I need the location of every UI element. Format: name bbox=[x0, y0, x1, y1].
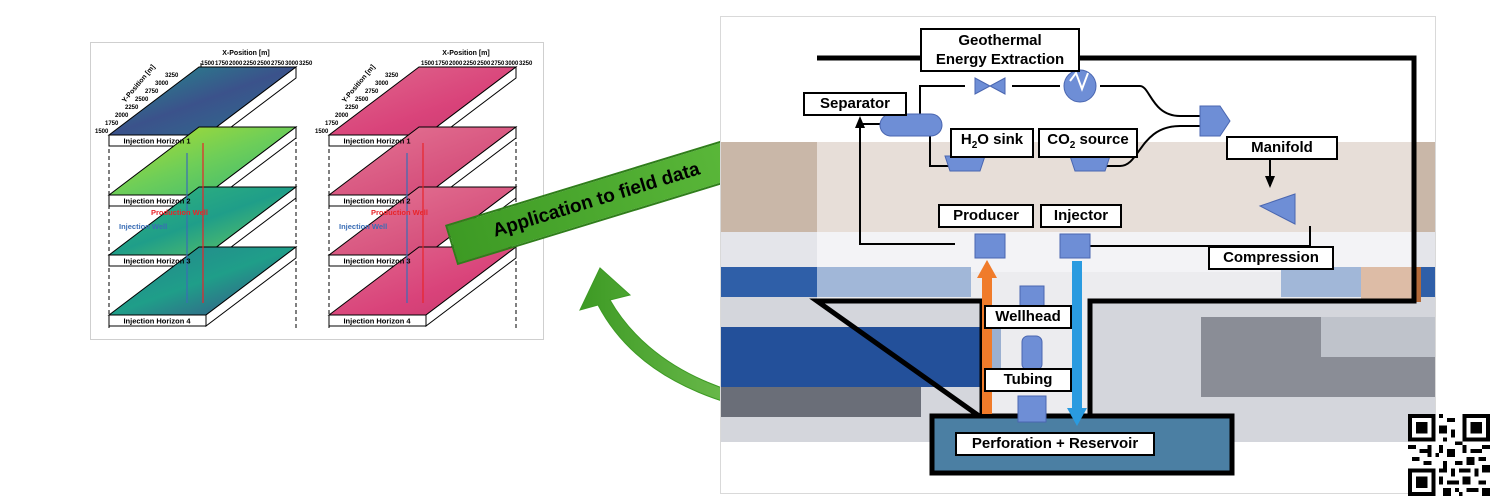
horizon-label: Injection Horizon 2 bbox=[343, 197, 410, 206]
qr-code bbox=[1408, 414, 1490, 496]
horizons-svg: Injection Horizon 1 Injection Horizon 2 … bbox=[95, 50, 533, 329]
h2o-sink-label: H2O sink bbox=[950, 128, 1034, 158]
title-line-1: Geothermal bbox=[958, 32, 1042, 49]
valve-icon bbox=[974, 77, 992, 95]
x-tick: 2000 bbox=[229, 61, 243, 67]
y-tick: 2000 bbox=[335, 113, 349, 119]
title-label: Geothermal Energy Extraction bbox=[920, 28, 1080, 72]
production-well-label: Production Well bbox=[151, 208, 208, 217]
x-tick: 3250 bbox=[299, 61, 313, 67]
y-tick: 1750 bbox=[105, 121, 119, 127]
injector-wellhead-icon bbox=[1059, 233, 1091, 259]
stacked-horizons-figure: Injection Horizon 1 Injection Horizon 2 … bbox=[90, 42, 544, 340]
injection-well-label: Injection Well bbox=[119, 222, 167, 231]
injector-label: Injector bbox=[1040, 204, 1122, 228]
y-tick: 2750 bbox=[365, 89, 379, 95]
x-tick: 2500 bbox=[257, 61, 271, 67]
h2o-sink-icon bbox=[944, 155, 986, 172]
co2-suffix: source bbox=[1075, 131, 1129, 148]
y-tick: 3250 bbox=[165, 73, 179, 79]
compressor-icon bbox=[1258, 193, 1296, 225]
x-tick: 2250 bbox=[243, 61, 257, 67]
x-tick: 2250 bbox=[463, 61, 477, 67]
y-tick: 3250 bbox=[385, 73, 399, 79]
y-tick: 2750 bbox=[145, 89, 159, 95]
reservoir-label: Perforation + Reservoir bbox=[955, 432, 1155, 456]
horizon-label: Injection Horizon 1 bbox=[123, 137, 190, 146]
h2o-prefix: H bbox=[960, 131, 972, 148]
y-tick: 1750 bbox=[325, 121, 339, 127]
x-tick: 1500 bbox=[201, 61, 215, 67]
tubing-icon bbox=[1021, 335, 1043, 371]
viridis-stack: Injection Horizon 1 Injection Horizon 2 … bbox=[95, 50, 313, 329]
x-tick: 3250 bbox=[519, 61, 533, 67]
x-tick: 1750 bbox=[435, 61, 449, 67]
horizon-label: Injection Horizon 3 bbox=[123, 257, 190, 266]
tubing-label: Tubing bbox=[984, 368, 1072, 392]
y-tick: 3000 bbox=[155, 81, 169, 87]
manifold-icon bbox=[1199, 105, 1231, 137]
horizon-label: Injection Horizon 2 bbox=[123, 197, 190, 206]
x-tick: 2750 bbox=[271, 61, 285, 67]
title-line-2: Energy Extraction bbox=[935, 51, 1065, 68]
y-tick: 1500 bbox=[315, 129, 329, 135]
y-tick: 2250 bbox=[125, 105, 139, 111]
x-tick: 2500 bbox=[477, 61, 491, 67]
co2-prefix: CO bbox=[1047, 131, 1070, 148]
separator-label: Separator bbox=[803, 92, 907, 116]
injection-well-label: Injection Well bbox=[339, 222, 387, 231]
compression-label: Compression bbox=[1208, 246, 1334, 270]
horizon-label: Injection Horizon 3 bbox=[343, 257, 410, 266]
y-tick: 2500 bbox=[355, 97, 369, 103]
horizon-label: Injection Horizon 4 bbox=[343, 317, 411, 326]
wellhead-label: Wellhead bbox=[984, 305, 1072, 329]
co2-source-icon bbox=[1069, 155, 1111, 172]
producer-label: Producer bbox=[938, 204, 1034, 228]
y-tick: 2000 bbox=[115, 113, 129, 119]
y-tick: 2250 bbox=[345, 105, 359, 111]
cold-flow-arrow bbox=[1067, 408, 1087, 426]
x-axis-title: X-Position [m] bbox=[222, 50, 269, 57]
hot-flow-arrow bbox=[977, 260, 997, 278]
horizon-label: Injection Horizon 4 bbox=[123, 317, 191, 326]
x-tick: 3000 bbox=[505, 61, 519, 67]
manifold-label: Manifold bbox=[1226, 136, 1338, 160]
process-diagram bbox=[809, 55, 1417, 476]
y-tick: 1500 bbox=[95, 129, 109, 135]
producer-wellhead-icon bbox=[974, 233, 1006, 259]
production-well-label: Production Well bbox=[371, 208, 428, 217]
horizon-label: Injection Horizon 1 bbox=[343, 137, 410, 146]
y-tick: 3000 bbox=[375, 81, 389, 87]
co2-subscript: 2 bbox=[1069, 140, 1076, 151]
h2o-subscript: 2 bbox=[971, 140, 978, 151]
h2o-suffix: O sink bbox=[977, 131, 1024, 148]
x-tick: 2000 bbox=[449, 61, 463, 67]
x-tick: 1500 bbox=[421, 61, 435, 67]
perforation-icon bbox=[1017, 395, 1047, 423]
separator-vessel bbox=[879, 113, 943, 137]
x-tick: 3000 bbox=[285, 61, 299, 67]
x-tick: 2750 bbox=[491, 61, 505, 67]
co2-source-label: CO2 source bbox=[1038, 128, 1138, 158]
x-tick: 1750 bbox=[215, 61, 229, 67]
y-tick: 2500 bbox=[135, 97, 149, 103]
x-axis-title: X-Position [m] bbox=[442, 50, 489, 57]
